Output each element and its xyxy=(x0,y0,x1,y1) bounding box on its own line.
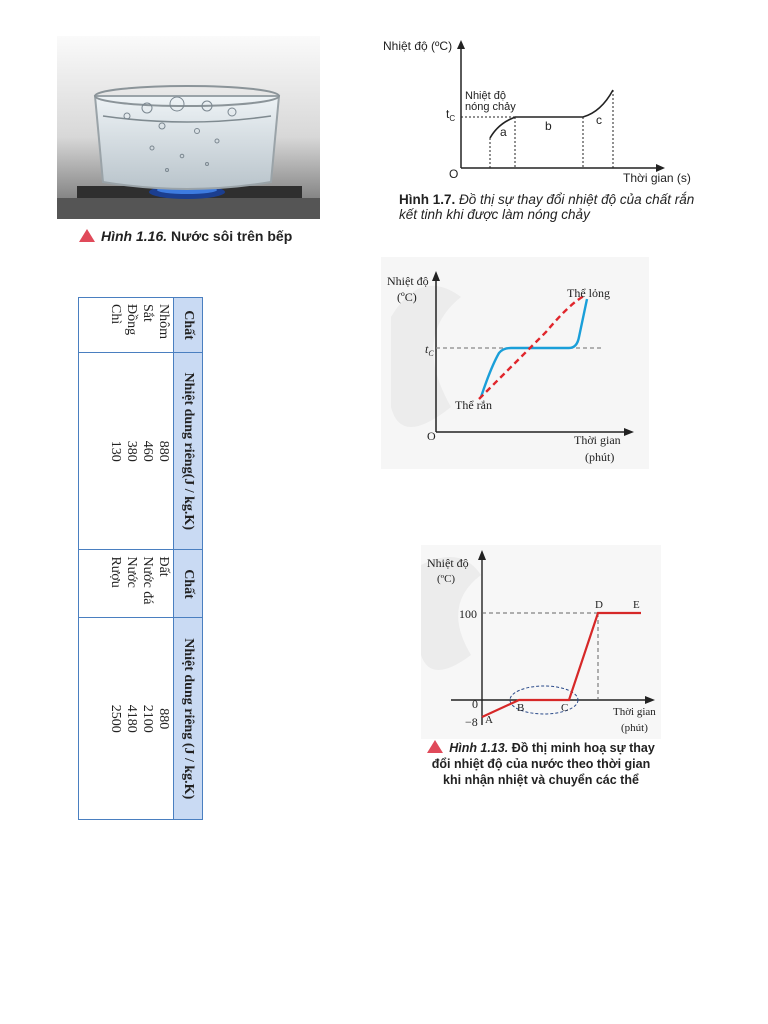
melting-graph: Nhiệt độ (ºC) O Thời gian (s) Nhiệt độ n… xyxy=(383,39,691,185)
specific-heat-table-rotated: Chất Nhiệt dung riêng(J / kg.K) Chất Nhi… xyxy=(78,297,203,820)
tc-label: tC xyxy=(446,107,455,123)
triangle-icon xyxy=(427,740,444,753)
red-dashed-curve xyxy=(478,293,587,400)
tick-0: 0 xyxy=(472,697,478,711)
origin-label: O xyxy=(427,429,436,443)
y-label-1: Nhiệt độ xyxy=(427,556,469,570)
segment-c: c xyxy=(596,113,602,127)
x-axis-label: Thời gian (s) xyxy=(623,171,691,185)
figure-phase-graph: Nhiệt độ (ºC) O Thời gian (phút) tC Thể … xyxy=(381,257,649,469)
melt-label-2: nóng chảy xyxy=(465,101,516,113)
x-label-2: (phút) xyxy=(621,722,648,734)
water-heating-graph: Nhiệt độ (ºC) 100 0 −8 A B C D E Thời gi… xyxy=(421,545,661,739)
col-header-substance-2: Chất xyxy=(173,549,203,618)
y-label-2: (ºC) xyxy=(397,290,417,304)
segment-b: b xyxy=(545,119,552,133)
heating-curve xyxy=(481,611,641,718)
substance-list-left: Nhôm Sắt Đồng Chì xyxy=(78,297,174,353)
y-label-1: Nhiệt độ xyxy=(387,274,429,288)
tick-minus-8: −8 xyxy=(465,715,478,729)
col-header-specific-heat: Nhiệt dung riêng(J / kg.K) xyxy=(173,352,203,550)
melt-label-1: Nhiệt độ xyxy=(465,90,506,102)
triangle-icon xyxy=(79,229,95,242)
point-c: C xyxy=(561,702,568,714)
specific-heat-table: Chất Nhiệt dung riêng(J / kg.K) Chất Nhi… xyxy=(78,297,203,820)
origin-label: O xyxy=(449,167,458,181)
value-list-right: 880 2100 4180 2500 xyxy=(78,617,174,820)
value-list-left: 880 460 380 130 xyxy=(78,352,174,550)
x-label-2: (phút) xyxy=(585,450,614,464)
point-a: A xyxy=(485,714,493,726)
phase-graph: Nhiệt độ (ºC) O Thời gian (phút) tC Thể … xyxy=(381,257,649,469)
figure-116-caption: Hình 1.16. Nước sôi trên bếp xyxy=(79,228,292,244)
col-header-substance: Chất xyxy=(173,297,203,353)
tc-label: tC xyxy=(425,342,434,358)
x-label-1: Thời gian xyxy=(613,706,656,718)
blue-curve xyxy=(479,298,589,398)
substance-list-right: Đất Nước đá Nước Rượu xyxy=(78,549,174,618)
x-label-1: Thời gian xyxy=(574,433,621,447)
figure-113-caption: Hình 1.13. Đồ thị minh hoạ sự thay đổi n… xyxy=(421,740,661,788)
liquid-label: Thể lỏng xyxy=(567,286,610,300)
solid-label: Thể rắn xyxy=(455,398,492,412)
figure-water-heating: Nhiệt độ (ºC) 100 0 −8 A B C D E Thời gi… xyxy=(421,545,661,815)
y-label-2: (ºC) xyxy=(437,573,455,585)
segment-a: a xyxy=(500,125,507,139)
col-header-specific-heat-2: Nhiệt dung riêng (J / kg.K) xyxy=(173,617,203,820)
tick-100: 100 xyxy=(459,607,477,621)
point-e: E xyxy=(633,599,640,611)
figure-17-caption: Hình 1.7. Đồ thị sự thay đổi nhiệt độ củ… xyxy=(399,192,695,222)
y-axis-label: Nhiệt độ (ºC) xyxy=(383,39,452,53)
point-b: B xyxy=(517,702,524,714)
point-d: D xyxy=(595,599,603,611)
figure-melting-graph: Nhiệt độ (ºC) O Thời gian (s) Nhiệt độ n… xyxy=(373,32,713,232)
figure-boiling-water: Hình 1.16. Nước sôi trên bếp xyxy=(57,36,341,256)
boiling-pot-photo xyxy=(57,36,320,219)
